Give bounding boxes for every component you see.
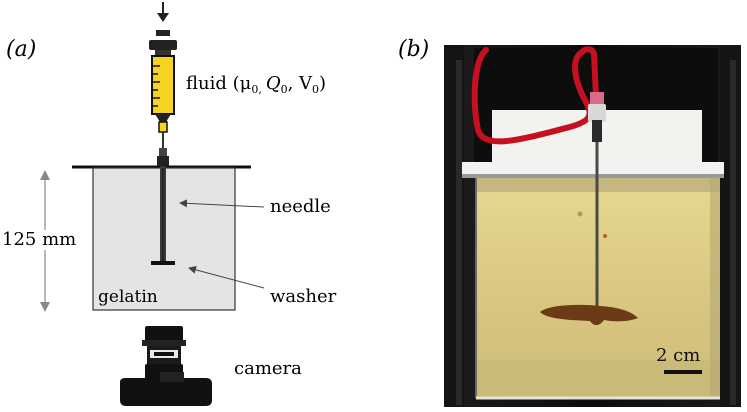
syringe-icon <box>149 2 177 166</box>
camera-icon <box>120 326 212 406</box>
washer <box>151 261 175 265</box>
scale-bar-label: 2 cm <box>656 345 700 366</box>
needle-label: needle <box>270 196 331 217</box>
washer-label: washer <box>270 286 337 307</box>
panel-a: (a) fluid (μ0,Q0, V0) <box>2 2 337 406</box>
injected-fluid <box>540 304 638 326</box>
panel-a-tag: (a) <box>6 37 36 62</box>
camera-label: camera <box>234 358 302 379</box>
scale-bar <box>664 370 702 374</box>
red-tube <box>471 47 593 145</box>
needle-pointer <box>179 199 265 208</box>
experiment-photo: 2 cm <box>444 45 741 407</box>
fluid-label: fluid (μ0,Q0, V0) <box>186 73 326 96</box>
dimension-arrow <box>40 170 50 312</box>
gelatin-label: gelatin <box>98 287 158 307</box>
panel-b: (b) <box>398 37 741 407</box>
dimension-label: 125 mm <box>2 229 76 250</box>
washer-pointer <box>188 265 265 289</box>
panel-b-tag: (b) <box>398 37 429 62</box>
